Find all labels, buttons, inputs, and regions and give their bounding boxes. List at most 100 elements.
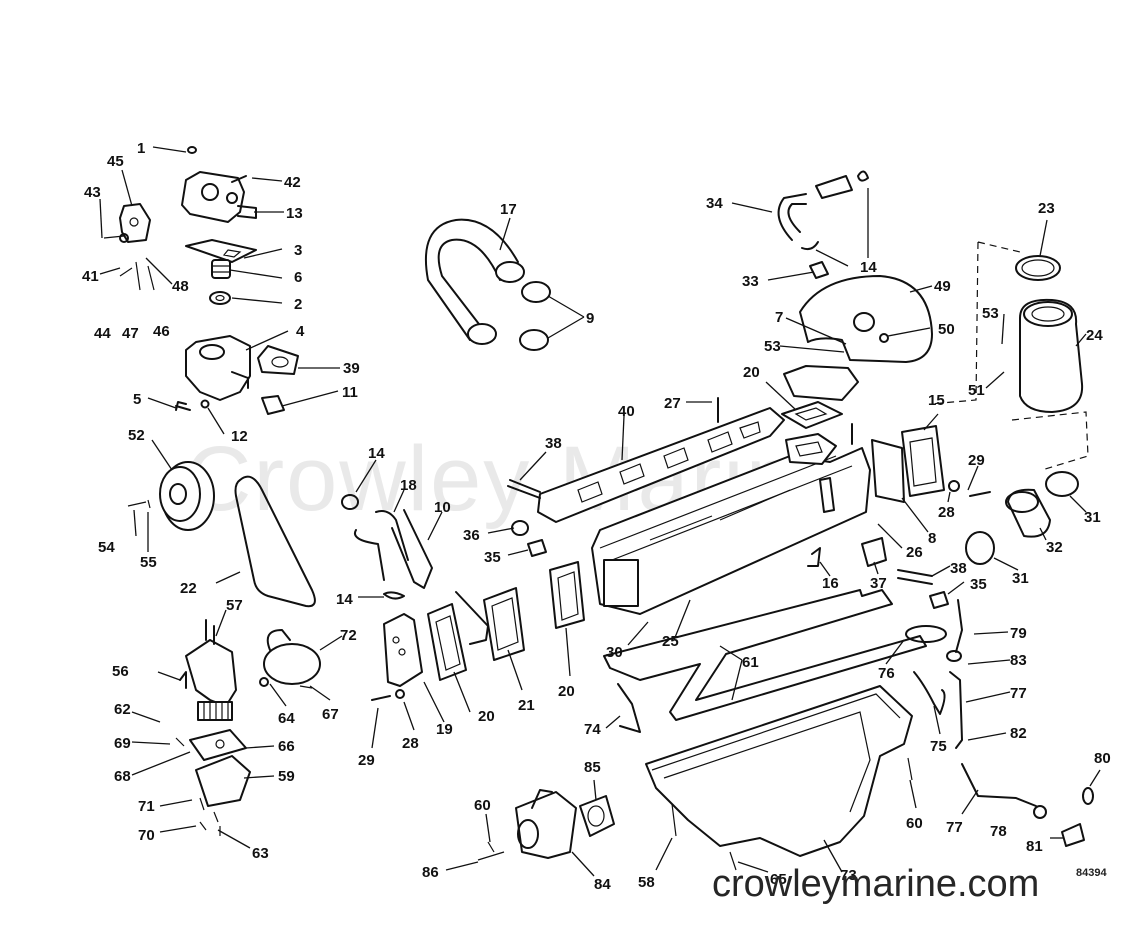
diagram-code: 84394 (1076, 867, 1107, 879)
callout-38-left: 38 (545, 435, 562, 452)
callout-5: 5 (133, 391, 141, 408)
callout-82: 82 (1010, 725, 1027, 742)
callout-45: 45 (107, 153, 124, 170)
callout-8: 8 (928, 530, 936, 547)
callout-1: 1 (137, 140, 145, 157)
callout-14-mid: 14 (368, 445, 385, 462)
oil-pan-gasket (603, 589, 927, 721)
callout-60-right: 60 (906, 815, 923, 832)
callout-14-lower: 14 (336, 591, 353, 608)
callout-10: 10 (434, 499, 451, 516)
callout-81: 81 (1026, 838, 1043, 855)
callout-3: 3 (294, 242, 302, 259)
callout-53-left: 53 (764, 338, 781, 355)
callout-50: 50 (938, 321, 955, 338)
callout-36: 36 (463, 527, 480, 544)
callout-38-right: 38 (950, 560, 967, 577)
water-hose-group (777, 170, 869, 279)
callout-84: 84 (594, 876, 611, 893)
callout-53-right: 53 (982, 305, 999, 322)
exhaust-outlet-group (929, 241, 1089, 565)
callout-79: 79 (1010, 625, 1027, 642)
callout-48: 48 (172, 278, 189, 295)
callout-39: 39 (343, 360, 360, 377)
callout-51: 51 (968, 382, 985, 399)
pulley (127, 461, 215, 531)
callout-33: 33 (742, 273, 759, 290)
callout-30: 30 (606, 644, 623, 661)
callout-67: 67 (322, 706, 339, 723)
callout-64: 64 (278, 710, 295, 727)
callout-29-right: 29 (968, 452, 985, 469)
callout-34: 34 (706, 195, 723, 212)
callout-6: 6 (294, 269, 302, 286)
callout-54: 54 (98, 539, 115, 556)
water-pump (477, 789, 615, 861)
callout-42: 42 (284, 174, 301, 191)
callout-72: 72 (340, 627, 357, 644)
callout-25: 25 (662, 633, 679, 650)
oil-pump-cover (175, 729, 251, 836)
callout-74: 74 (584, 721, 601, 738)
callout-9: 9 (586, 310, 594, 327)
callout-68: 68 (114, 768, 131, 785)
callout-75: 75 (930, 738, 947, 755)
callout-37: 37 (870, 575, 887, 592)
callout-20-mid: 20 (478, 708, 495, 725)
callout-59: 59 (278, 768, 295, 785)
thermostat-housing-assembly (103, 146, 299, 415)
oil-strainer (259, 629, 321, 689)
callout-66: 66 (278, 738, 295, 755)
callout-12: 12 (231, 428, 248, 445)
callout-11: 11 (342, 384, 358, 401)
callout-55: 55 (140, 554, 157, 571)
callout-47: 47 (122, 325, 139, 342)
callout-86: 86 (422, 864, 439, 881)
callout-70: 70 (138, 827, 155, 844)
callout-77-bottom: 77 (946, 819, 963, 836)
callout-49: 49 (934, 278, 951, 295)
callout-2: 2 (294, 296, 302, 313)
callout-83: 83 (1010, 652, 1027, 669)
exhaust-elbow (783, 275, 933, 401)
callout-31-lower: 31 (1012, 570, 1029, 587)
callout-32: 32 (1046, 539, 1063, 556)
oil-pan (645, 685, 913, 857)
callout-17: 17 (500, 201, 517, 218)
callout-7: 7 (775, 309, 783, 326)
callout-76: 76 (878, 665, 895, 682)
callout-80: 80 (1094, 750, 1111, 767)
leader-lines (99, 146, 1101, 877)
callout-14-top: 14 (860, 259, 877, 276)
callout-41: 41 (82, 268, 99, 285)
callout-62: 62 (114, 701, 131, 718)
callout-27: 27 (664, 395, 681, 412)
callout-24: 24 (1086, 327, 1103, 344)
callout-57: 57 (226, 597, 243, 614)
callout-52: 52 (128, 427, 145, 444)
callout-23: 23 (1038, 200, 1055, 217)
callout-65: 65 (770, 871, 787, 888)
callout-28-left: 28 (402, 735, 419, 752)
callout-44: 44 (94, 325, 111, 342)
callout-labels: 1 45 42 43 13 3 41 48 6 44 47 46 2 4 39 … (82, 140, 1111, 893)
callout-85: 85 (584, 759, 601, 776)
callout-4: 4 (296, 323, 305, 340)
callout-61: 61 (742, 654, 759, 671)
callout-13: 13 (286, 205, 303, 222)
callout-35-left: 35 (484, 549, 501, 566)
exhaust-manifold (507, 397, 991, 615)
callout-73: 73 (840, 867, 857, 884)
callout-71: 71 (138, 798, 155, 815)
callout-43: 43 (84, 184, 101, 201)
callout-60-left: 60 (474, 797, 491, 814)
callout-78: 78 (990, 823, 1007, 840)
callout-21: 21 (518, 697, 535, 714)
callout-15: 15 (928, 392, 945, 409)
callout-16: 16 (822, 575, 839, 592)
callout-20-right: 20 (558, 683, 575, 700)
dipstick-assembly (617, 599, 1094, 871)
callout-58: 58 (638, 874, 655, 891)
callout-77-top: 77 (1010, 685, 1027, 702)
